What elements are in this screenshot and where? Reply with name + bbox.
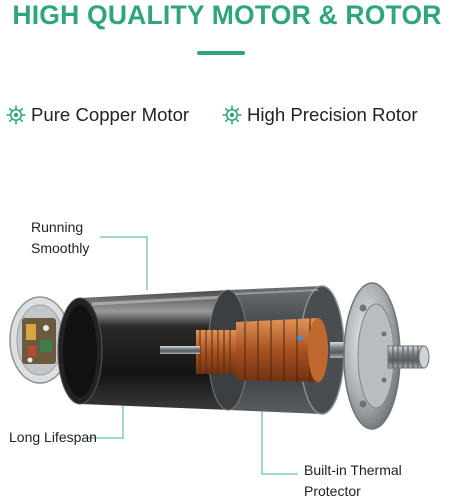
callout-text: Smoothly <box>31 240 90 256</box>
motor-housing <box>57 290 230 410</box>
threaded-shaft <box>387 345 430 369</box>
callout-running-smoothly: Running Smoothly <box>31 217 89 259</box>
feature-label: Pure Copper Motor <box>31 104 190 125</box>
feature-high-precision-rotor: High Precision Rotor <box>222 100 418 130</box>
callout-text: Built-in Thermal <box>304 462 402 478</box>
page-title: HIGH QUALITY MOTOR & ROTOR <box>12 0 442 30</box>
callout-text: Running <box>31 219 84 235</box>
feature-pure-copper-motor: Pure Copper Motor <box>6 100 189 130</box>
feature-label: High Precision Rotor <box>247 104 418 125</box>
front-end-cap <box>343 282 401 430</box>
callout-thermal-protector: Built-in Thermal Protector <box>304 460 402 502</box>
gear-icon <box>222 105 242 125</box>
title-divider <box>197 51 245 55</box>
brush-end-cap <box>9 296 71 384</box>
callout-long-lifespan: Long Lifespan <box>9 429 97 445</box>
gear-icon <box>6 105 26 125</box>
callout-text: Protector <box>304 483 361 499</box>
copper-armature <box>196 318 328 382</box>
